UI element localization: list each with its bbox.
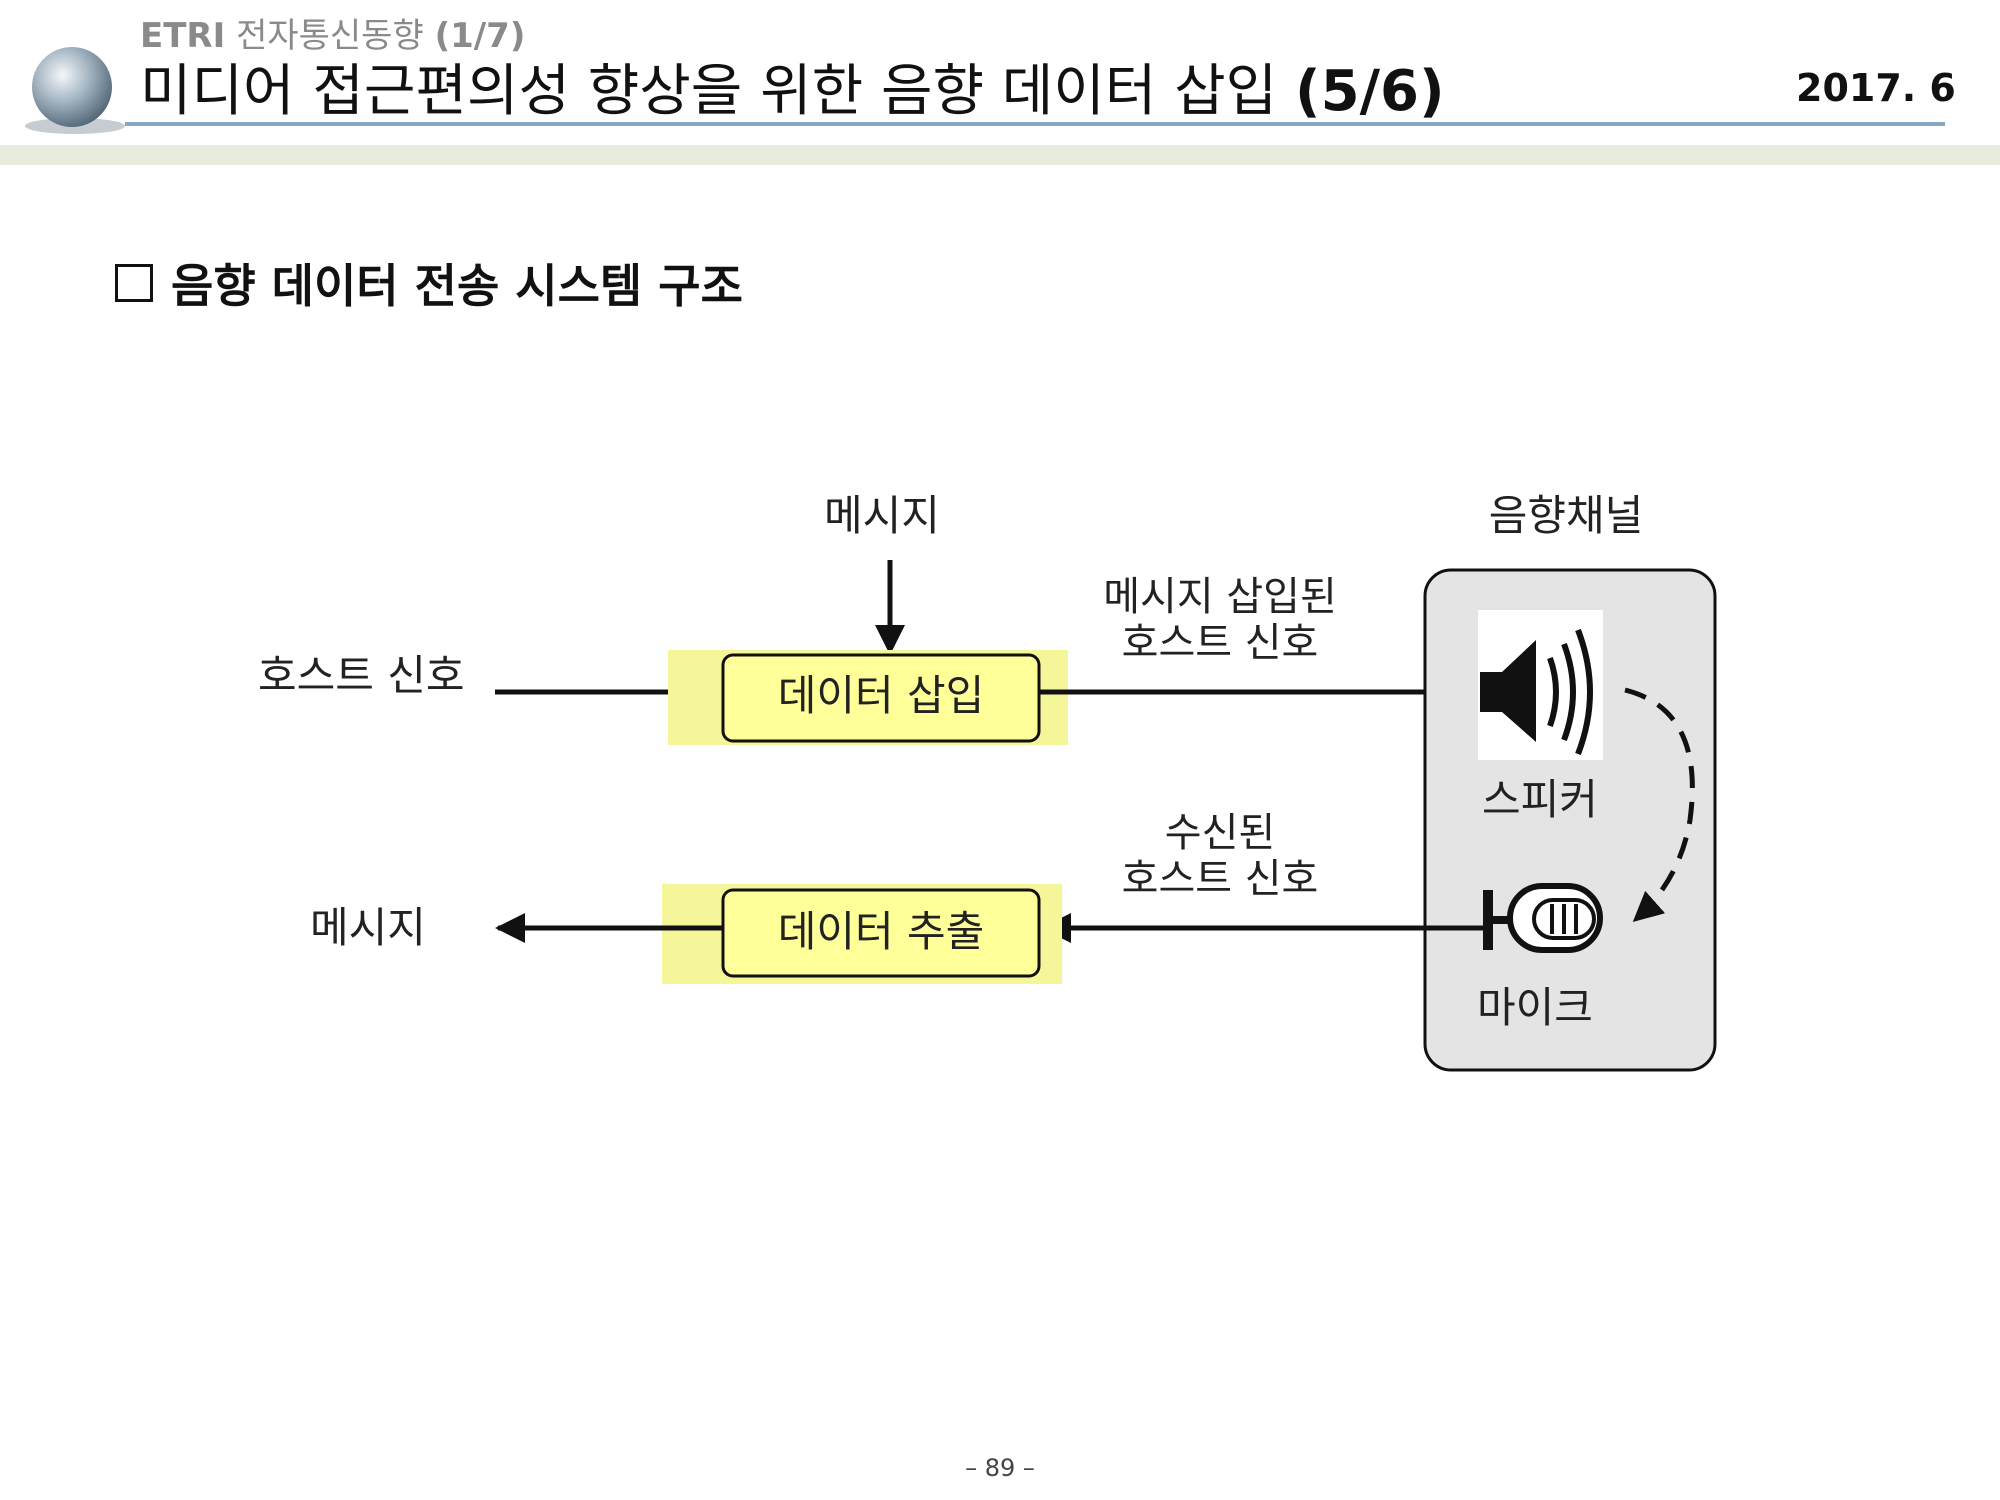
- header-divider: [125, 122, 1945, 126]
- section-heading: 음향 데이터 전송 시스템 구조: [115, 250, 743, 316]
- received-signal-label-1: 수신된: [1165, 810, 1275, 856]
- channel-label: 음향채널: [1489, 491, 1644, 540]
- data-extract-label: 데이터 추출: [778, 907, 985, 956]
- microphone-icon: [1483, 883, 1603, 953]
- message-input-label: 메시지: [824, 491, 940, 540]
- speaker-label: 스피커: [1482, 775, 1598, 824]
- host-signal-input-label: 호스트 신호: [258, 651, 465, 700]
- header-series: 전자통신동향: [236, 16, 424, 56]
- system-diagram: 메시지 호스트 신호 데이터 삽입 메시지 삽입된 호스트 신호 음향채널 스피…: [258, 491, 1717, 1072]
- header-band: [0, 145, 2000, 165]
- inserted-signal-label-2: 호스트 신호: [1122, 620, 1319, 666]
- acoustic-path-arrow: [1624, 687, 1695, 922]
- page-number: – 89 –: [965, 1454, 1035, 1482]
- data-extract-box: [721, 888, 1041, 978]
- page-title-main: 미디어 접근편의성 향상을 위한 음향 데이터 삽입: [140, 59, 1278, 124]
- page-title-part: (5/6): [1295, 59, 1445, 124]
- square-bullet-icon: [115, 264, 153, 302]
- section-heading-text: 음향 데이터 전송 시스템 구조: [171, 259, 743, 313]
- inserted-signal-label-1: 메시지 삽입된: [1103, 574, 1337, 620]
- header-date: 2017. 6: [1796, 66, 1956, 110]
- received-signal-label-2: 호스트 신호: [1122, 856, 1319, 902]
- data-insert-box: [721, 653, 1041, 743]
- sphere-logo-icon: [25, 47, 125, 134]
- mic-label: 마이크: [1477, 983, 1593, 1032]
- data-insert-label: 데이터 삽입: [778, 671, 985, 720]
- header-series-page: (1/7): [434, 16, 526, 56]
- message-output-label: 메시지: [310, 903, 426, 952]
- header-org: ETRI: [140, 16, 226, 56]
- speaker-icon: [1480, 628, 1593, 756]
- header-subtitle: ETRI 전자통신동향 (1/7): [140, 8, 525, 57]
- page-title: 미디어 접근편의성 향상을 위한 음향 데이터 삽입 (5/6): [140, 46, 1445, 127]
